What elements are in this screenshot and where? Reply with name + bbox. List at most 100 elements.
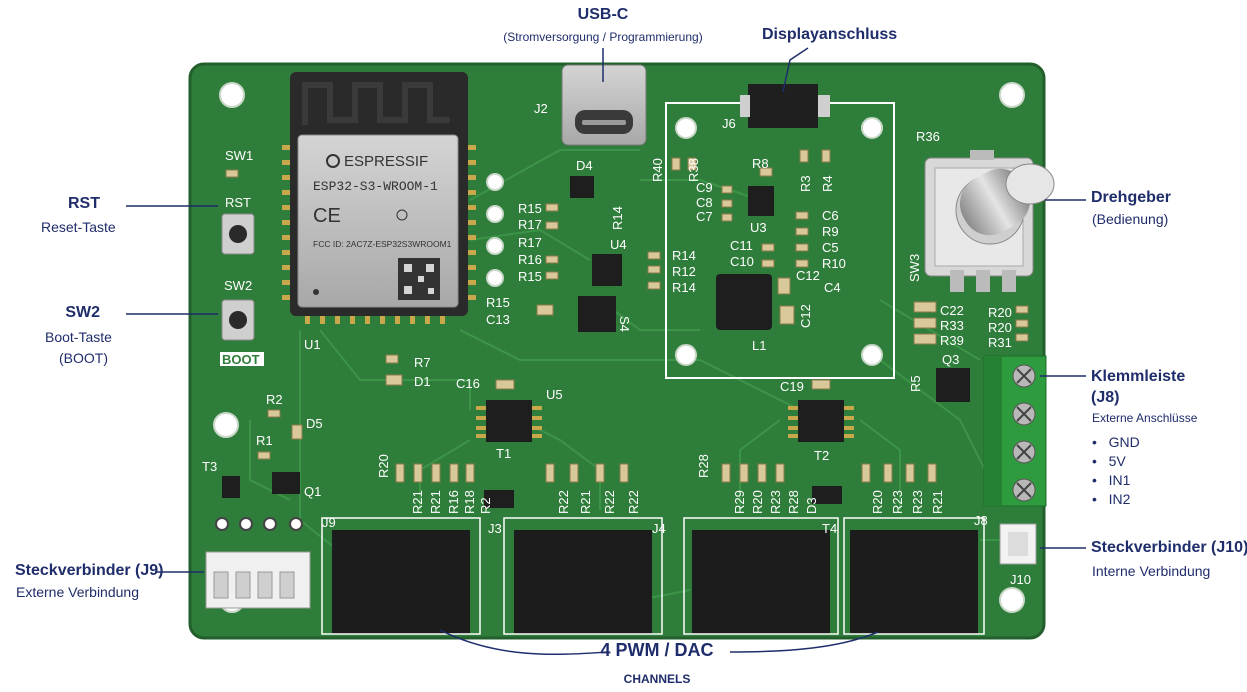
gpio-holes bbox=[486, 173, 504, 287]
silk-label: J4 bbox=[652, 521, 666, 536]
silk-label: C8 bbox=[696, 195, 713, 210]
espressif-logo-icon bbox=[326, 154, 340, 168]
reset-button bbox=[221, 213, 255, 255]
connector-j10 bbox=[999, 523, 1037, 565]
terminal-pin: • IN2 bbox=[1092, 491, 1130, 507]
silk-label: U5 bbox=[546, 387, 563, 402]
silk-label: R2 bbox=[478, 497, 493, 514]
usbc-title: USB-C bbox=[577, 6, 629, 23]
silk-label: SW2 bbox=[224, 278, 252, 293]
bullet-icon: • bbox=[1092, 472, 1097, 488]
module-fcc: FCC ID: 2AC7Z-ESP32S3WROOM1 bbox=[313, 239, 452, 249]
connector-j9 bbox=[205, 517, 311, 609]
pin-label: IN2 bbox=[1108, 491, 1131, 507]
silk-label: J8 bbox=[974, 513, 988, 528]
terminal-pin: • IN1 bbox=[1092, 472, 1130, 488]
silk-label: R29 bbox=[732, 490, 747, 514]
silk-label: R33 bbox=[940, 318, 964, 333]
silk-label: R20 bbox=[988, 305, 1012, 320]
silk-label: T2 bbox=[814, 448, 829, 463]
boot-label-bg bbox=[220, 352, 264, 366]
silk-label: C12 bbox=[796, 268, 820, 283]
silk-label: R3 bbox=[798, 175, 813, 192]
silk-label: R12 bbox=[672, 264, 696, 279]
silk-label: R22 bbox=[602, 490, 617, 514]
silk-label: C7 bbox=[696, 209, 713, 224]
silk-label: R21 bbox=[930, 490, 945, 514]
silk-label: R23 bbox=[890, 490, 905, 514]
silk-label: U1 bbox=[304, 337, 321, 352]
pwm-subtitle: CHANNELS bbox=[623, 672, 691, 686]
silk-label: R20 bbox=[870, 490, 885, 514]
usbc-subtitle: (Stromversorgung / Programmierung) bbox=[503, 30, 703, 44]
silk-label: R14 bbox=[672, 248, 696, 263]
display-holes bbox=[675, 117, 883, 366]
silk-label: T4 bbox=[822, 521, 837, 536]
bullet-icon: • bbox=[1092, 434, 1097, 450]
silk-label: R40 bbox=[650, 158, 665, 182]
silk-label: C4 bbox=[824, 280, 841, 295]
silk-label: R22 bbox=[556, 490, 571, 514]
silk-label: J10 bbox=[1010, 572, 1031, 587]
terminal-pin: • 5V bbox=[1092, 453, 1126, 469]
terminal-block-j8 bbox=[983, 355, 1047, 507]
silk-label: R16 bbox=[446, 490, 461, 514]
terminal-subtitle: Externe Anschlüsse bbox=[1092, 411, 1198, 425]
rotary-encoder bbox=[924, 150, 1055, 292]
module-model: ESP32-S3-WROOM-1 bbox=[313, 179, 438, 194]
silk-label: R15 bbox=[518, 269, 542, 284]
silk-label: U3 bbox=[750, 220, 767, 235]
module-brand: ESPRESSIF bbox=[344, 153, 428, 170]
ce-mark-icon: CE bbox=[313, 205, 341, 227]
silk-label: SW1 bbox=[225, 148, 253, 163]
silk-label: Q1 bbox=[304, 484, 321, 499]
silk-label: C5 bbox=[822, 240, 839, 255]
silk-label: C11 bbox=[730, 238, 753, 253]
silk-label: R2 bbox=[266, 392, 283, 407]
silk-label: R14 bbox=[610, 206, 625, 230]
ic-chips bbox=[222, 176, 970, 508]
esp32-module: ESPRESSIF ESP32-S3-WROOM-1 CE FCC ID: 2A… bbox=[282, 72, 476, 324]
j10-subtitle: Interne Verbindung bbox=[1092, 563, 1211, 579]
silk-label: R20 bbox=[988, 320, 1012, 335]
pin-label: 5V bbox=[1108, 453, 1126, 469]
silk-label: C12 bbox=[798, 304, 813, 328]
silk-label: R18 bbox=[462, 490, 477, 514]
display-title: Displayanschluss bbox=[762, 26, 898, 43]
boot-button bbox=[221, 299, 255, 341]
ic-pins bbox=[476, 406, 854, 438]
silk-label: R17 bbox=[518, 217, 542, 232]
silk-label: R9 bbox=[822, 224, 839, 239]
silk-label: R20 bbox=[376, 454, 391, 478]
silk-label: C9 bbox=[696, 180, 713, 195]
silk-label: R15 bbox=[486, 295, 510, 310]
sw2-subtitle2: (BOOT) bbox=[59, 350, 108, 366]
silk-label: D5 bbox=[306, 416, 323, 431]
silk-label: C19 bbox=[780, 379, 804, 394]
sw2-subtitle: Boot-Taste bbox=[45, 329, 112, 345]
silk-label: R4 bbox=[820, 175, 835, 192]
silk-label: R31 bbox=[988, 335, 1012, 350]
silk-label: R28 bbox=[696, 454, 711, 478]
silkscreen-labels: J2 D4 J6 R36 SW1 RST R15 R17 R17 R16 R15… bbox=[202, 101, 1031, 587]
pin-label: GND bbox=[1108, 434, 1140, 450]
silk-label: R39 bbox=[940, 333, 964, 348]
pwm-block-outlines bbox=[321, 517, 985, 635]
resistor-row-left bbox=[395, 463, 937, 483]
silk-label: RST bbox=[225, 195, 251, 210]
terminal-title2: (J8) bbox=[1091, 389, 1120, 406]
silk-label: T1 bbox=[496, 446, 511, 461]
silk-label: C10 bbox=[730, 254, 754, 269]
silk-label: J6 bbox=[722, 116, 736, 131]
silk-label: R21 bbox=[428, 490, 443, 514]
silk-label: S4 bbox=[617, 316, 632, 332]
pwm-output-blocks bbox=[332, 530, 978, 634]
silk-label: R5 bbox=[908, 375, 923, 392]
silk-label: SW3 bbox=[907, 254, 922, 282]
silk-label: Q3 bbox=[942, 352, 959, 367]
silk-label: C16 bbox=[456, 376, 480, 391]
silk-label: R38 bbox=[686, 158, 701, 182]
passive-components bbox=[225, 149, 1029, 460]
leader-lines bbox=[126, 47, 1086, 656]
